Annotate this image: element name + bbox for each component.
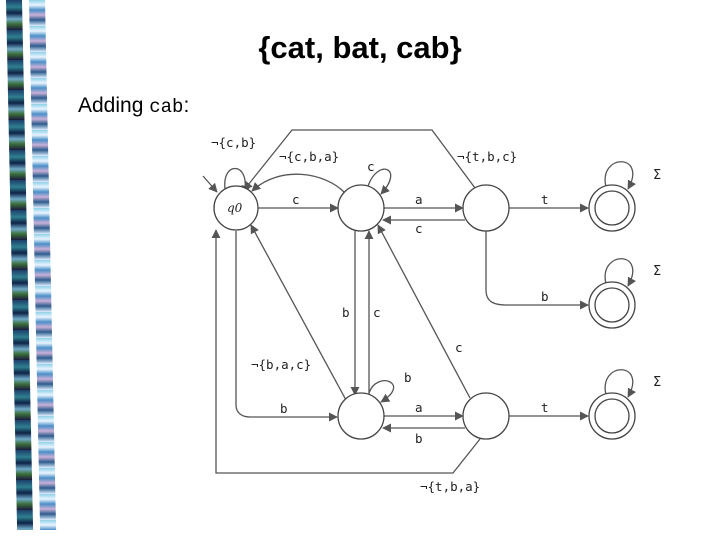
label-not-bac: ¬{b,a,c} [251,357,311,372]
label-sigma-2: Σ [653,264,661,279]
edge-sba-to-sc [377,224,471,399]
state-ba [462,392,510,440]
states [213,184,636,440]
label-not-tba: ¬{t,b,a} [420,479,480,494]
edge-start [202,175,218,193]
state-ca [462,184,510,232]
edge-q0-to-sb [235,231,338,422]
state-c [337,184,385,232]
state-accept-2 [588,281,636,329]
edge-sba-to-q0 [211,229,481,474]
label-sca-accept1-t: t [541,192,549,207]
label-not-cb: ¬{c,b} [211,135,256,150]
label-sb-sba-a: a [415,400,423,415]
label-sca-accept2-b: b [541,289,549,304]
edge-sca-to-accept2 [485,231,589,310]
edge-accept3-self-loop [604,369,636,398]
label-not-tbc: ¬{t,b,c} [457,149,517,164]
intro-code: cab [149,96,184,118]
intro-suffix: : [183,94,190,117]
label-q0-sb-b: b [280,401,288,416]
edge-sca-to-q0 [243,129,476,191]
label-sba-accept3-t: t [541,400,549,415]
edge-sc-to-q0 [251,173,346,194]
label-sigma-3: Σ [653,375,661,390]
label-sc-sb-b: b [342,305,350,320]
edge-labels: q0 ¬{c,b} ¬{c,b,a} c ¬{t,b,c} c a c t b … [211,135,661,494]
start-state-label: q0 [227,201,243,215]
state-accept-1 [588,184,636,232]
edge-accept2-self-loop [604,258,636,287]
edge-sb-to-q0 [250,224,347,401]
state-q0 [213,185,259,231]
label-sb-loop-b: b [404,370,412,385]
edge-sc-self-loop [367,168,392,195]
label-sb-sc-c: c [373,305,381,320]
label-sigma-1: Σ [653,168,661,183]
label-q0-sc-c: c [292,192,300,207]
edge-sb-self-loop [368,380,395,403]
label-sba-sb-b: b [415,431,423,446]
label-sc-loop-c: c [367,159,375,174]
intro-line: Adding cab: [78,94,189,118]
state-b [337,392,385,440]
state-accept-3 [588,392,636,440]
label-not-cba: ¬{c,b,a} [279,149,339,164]
intro-prefix: Adding [78,94,150,117]
label-sba-sc-c: c [455,340,463,355]
label-sca-sc-c: c [415,221,423,236]
slide-title: {cat, bat, cab} [258,30,462,65]
label-sc-sca-a: a [415,192,423,207]
edge-accept1-self-loop [604,161,636,190]
edges [202,129,636,474]
